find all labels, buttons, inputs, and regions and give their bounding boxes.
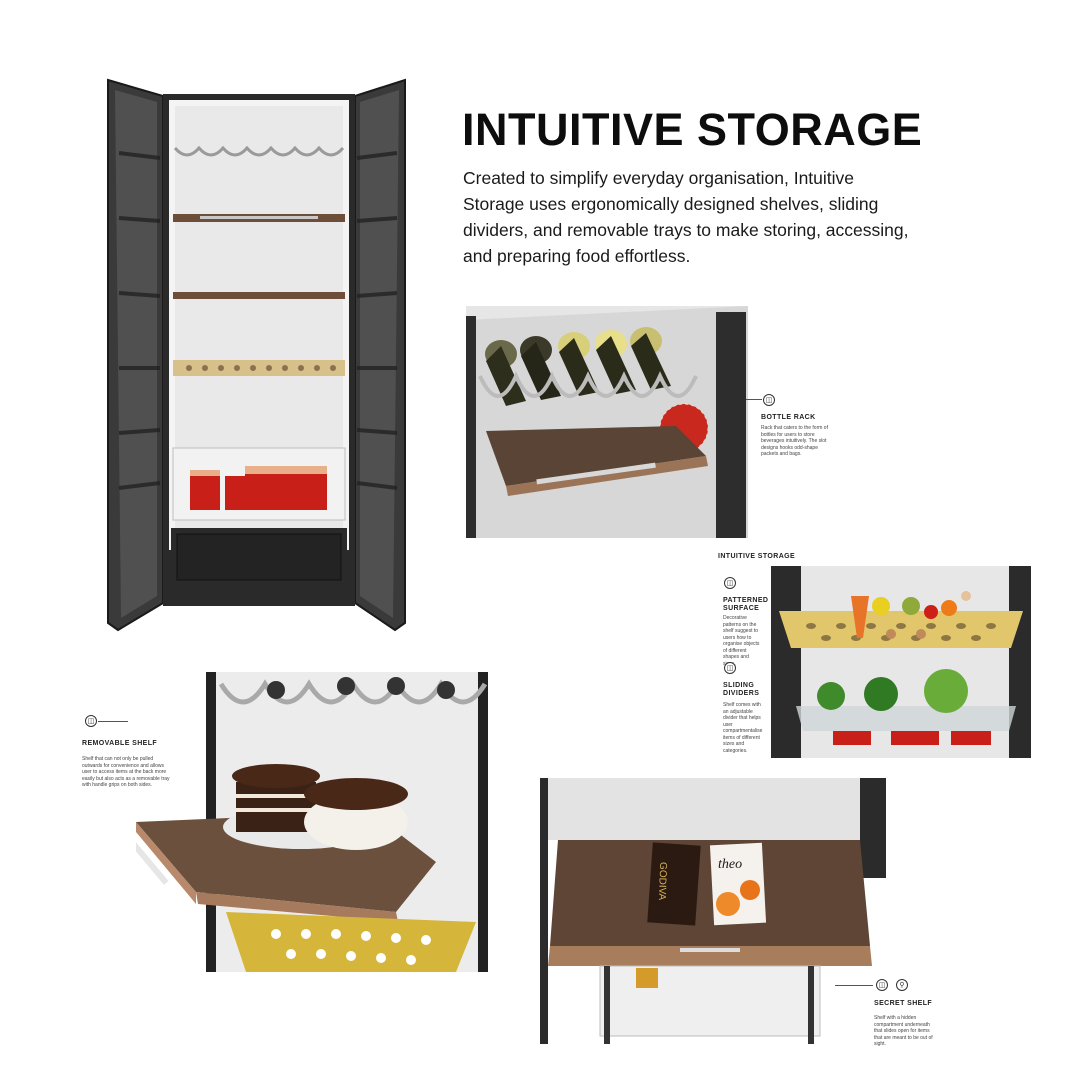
callout-line xyxy=(746,399,762,400)
callout-line xyxy=(98,721,128,722)
patterned-shelf-image xyxy=(771,566,1031,758)
shelf-icon: ◫ xyxy=(876,979,888,991)
sliding-dividers-text: Shelf comes with an adjustable divider t… xyxy=(723,702,763,754)
intro-paragraph: Created to simplify everyday organisatio… xyxy=(463,168,909,266)
sliding-dividers-title: SLIDING DIVIDERS xyxy=(723,682,760,697)
secret-shelf-text: Shelf with a hidden compartment undernea… xyxy=(874,1015,933,1047)
secret-shelf-title: SECRET SHELF xyxy=(874,1000,933,1007)
page-title: INTUITIVE STORAGE xyxy=(462,104,923,155)
patterned-surface-title: PATTERNED SURFACE xyxy=(723,597,769,612)
bottle-rack-text: Rack that caters to the form of bottles … xyxy=(761,425,828,457)
lock-icon: ⚲ xyxy=(896,979,908,991)
theo-label: theo xyxy=(718,857,742,872)
shelf-icon: ◫ xyxy=(85,715,97,727)
divider-icon: ◫ xyxy=(724,662,736,674)
secret-shelf-image: GODIVA theo xyxy=(540,778,886,1044)
bottle-rack-title: BOTTLE RACK xyxy=(761,414,816,421)
godiva-label: GODIVA xyxy=(656,862,668,901)
fridge-illustration xyxy=(105,78,410,633)
shelf-icon: ◫ xyxy=(763,394,775,406)
callout-line xyxy=(835,985,873,986)
patterned-surface-text: Decorative patterns on the shelf suggest… xyxy=(723,615,760,667)
bottle-rack-image xyxy=(466,306,748,538)
removable-shelf-text: Shelf that can not only be pulled outwar… xyxy=(82,756,170,788)
removable-shelf-image xyxy=(136,672,516,972)
removable-shelf-title: REMOVABLE SHELF xyxy=(82,740,158,747)
section-label: INTUITIVE STORAGE xyxy=(718,553,796,560)
shelf-icon: ◫ xyxy=(724,577,736,589)
